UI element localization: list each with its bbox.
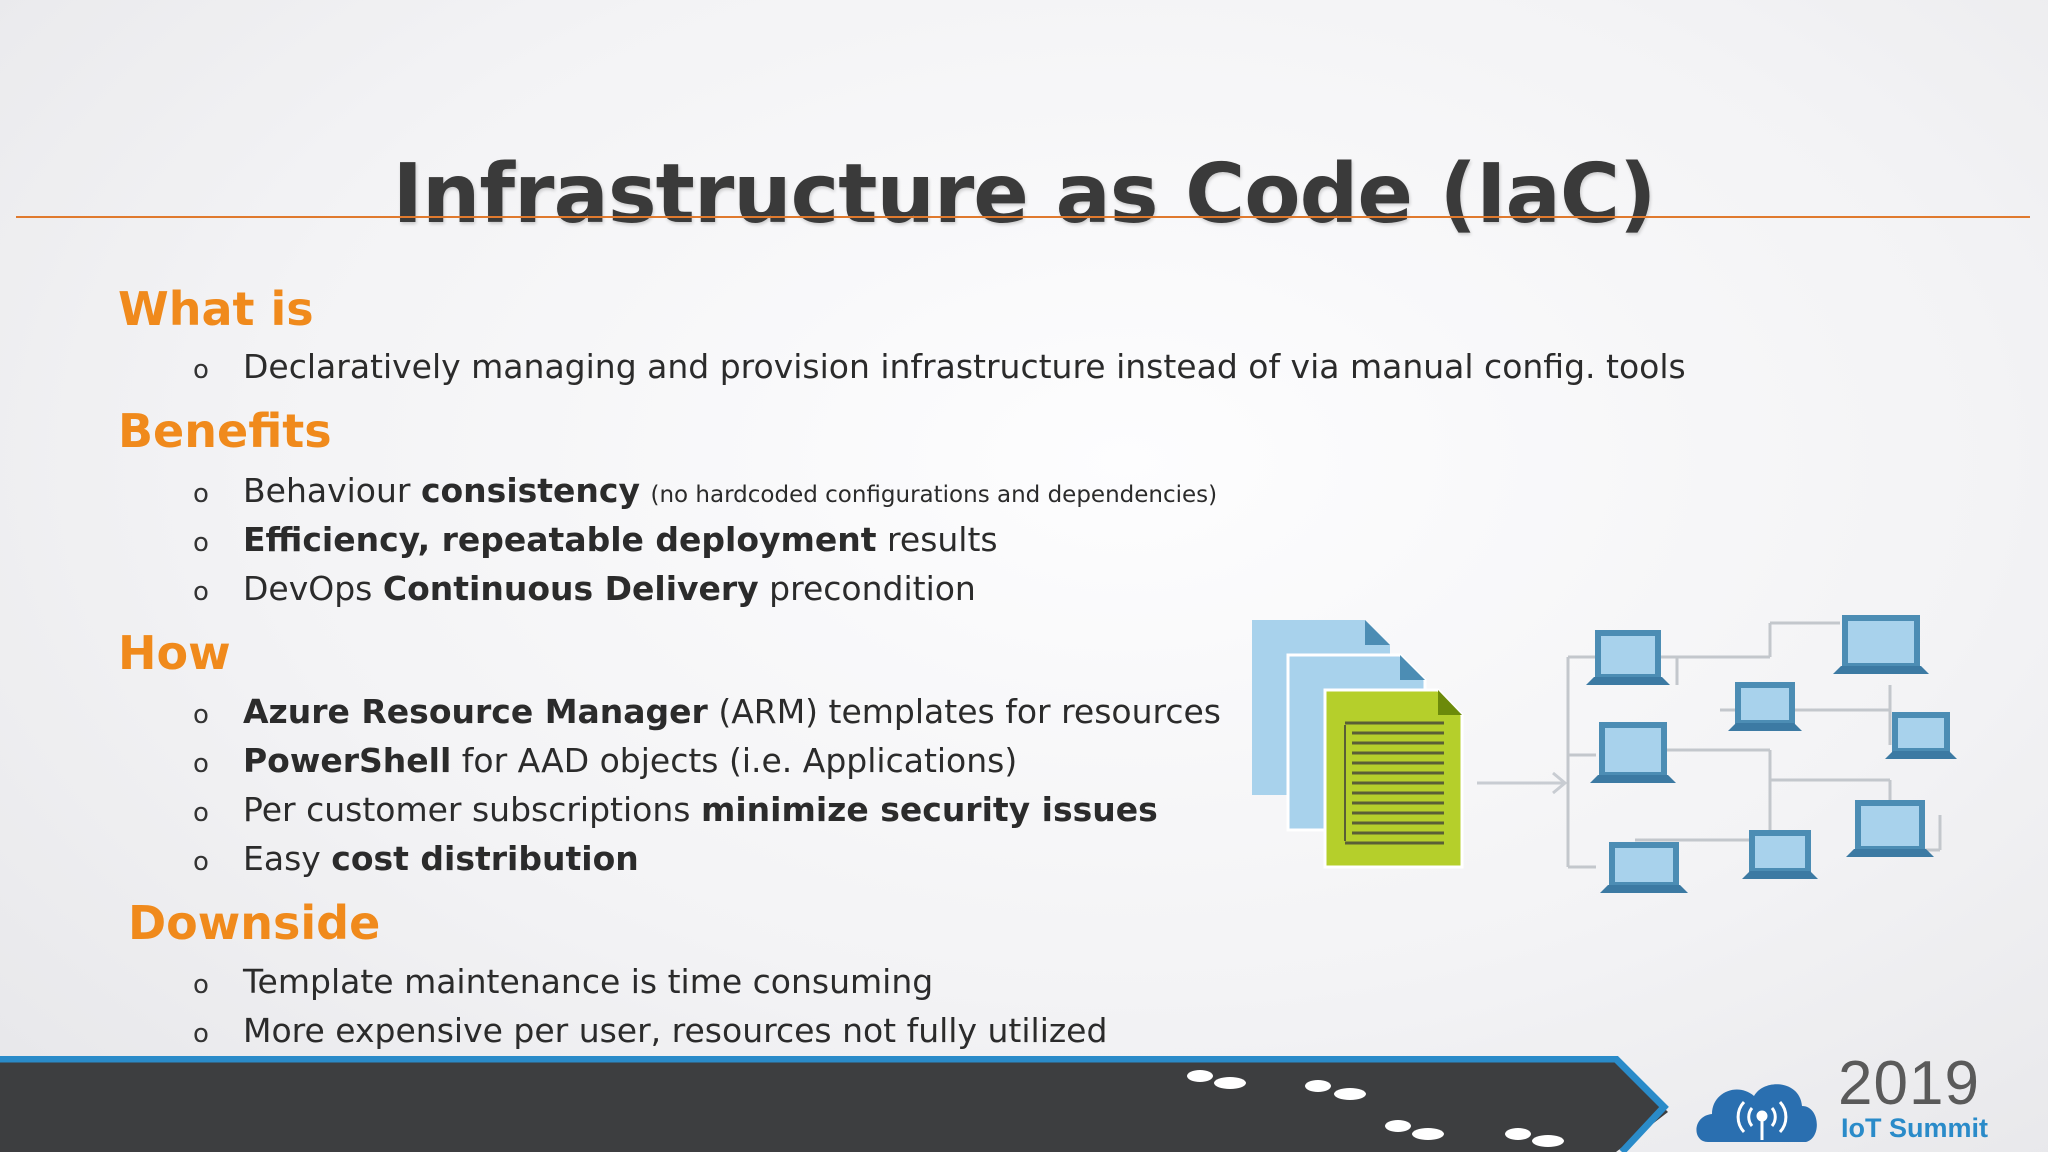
bullet-emphasis: PowerShell <box>243 741 452 780</box>
computer-icon <box>1590 722 1676 783</box>
bullet-marker: o <box>193 479 209 509</box>
bullet-marker: o <box>193 355 209 385</box>
bullet-run: DevOps <box>243 569 383 608</box>
computer-icon <box>1742 830 1818 879</box>
bullet-marker: o <box>193 798 209 828</box>
bullet-marker: o <box>193 1019 209 1049</box>
slide-title: Infrastructure as Code (IaC) <box>392 146 1657 242</box>
bullet-emphasis: consistency <box>420 471 640 510</box>
bullet-run: (no hardcoded configurations and depende… <box>650 482 1218 508</box>
bullet-text: Azure Resource Manager (ARM) templates f… <box>243 692 1221 731</box>
bullet-text: DevOps Continuous Delivery precondition <box>243 569 976 608</box>
bullet-text: Efficiency, repeatable deployment result… <box>243 520 998 559</box>
bullet-item: o Behaviour consistency (no hardcoded con… <box>193 474 1217 507</box>
bullet-run: Declaratively managing and provision inf… <box>243 347 1686 386</box>
bullet-item: o Easy cost distribution <box>193 842 639 875</box>
bullet-text: Per customer subscriptions minimize secu… <box>243 790 1158 829</box>
title-divider <box>16 216 2030 218</box>
bullet-item: o Azure Resource Manager (ARM) templates … <box>193 695 1221 728</box>
computer-icon <box>1833 615 1929 674</box>
computer-icon <box>1586 630 1670 685</box>
bullet-emphasis: minimize security issues <box>700 790 1158 829</box>
bullet-run: for AAD objects (i.e. Applications) <box>451 741 1018 780</box>
bullet-item: o Per customer subscriptions minimize sec… <box>193 793 1158 826</box>
bullet-run: (ARM) templates for resources <box>707 692 1221 731</box>
bullet-item: o Declaratively managing and provision in… <box>193 350 1686 383</box>
bullet-text: PowerShell for AAD objects (i.e. Applica… <box>243 741 1017 780</box>
bullet-marker: o <box>193 970 209 1000</box>
section-heading-what-is: What is <box>118 282 314 336</box>
computer-icon <box>1846 800 1934 857</box>
bullet-text: Behaviour consistency (no hardcoded conf… <box>243 471 1217 510</box>
bullet-run: Per customer subscriptions <box>243 790 701 829</box>
bullet-emphasis: Efficiency, repeatable deployment <box>243 520 877 559</box>
computer-icon <box>1885 712 1957 759</box>
logo-name: IoT Summit <box>1841 1113 1988 1143</box>
footer-bar <box>0 1056 1817 1152</box>
computer-icon <box>1600 842 1688 893</box>
bullet-emphasis: cost distribution <box>331 839 639 878</box>
bullet-emphasis: Continuous Delivery <box>382 569 759 608</box>
computer-icon <box>1728 682 1802 731</box>
bullet-item: o Efficiency, repeatable deployment resul… <box>193 523 998 556</box>
bullet-item: o More expensive per user, resources not … <box>193 1014 1107 1047</box>
cloud-logo-icon <box>1696 1084 1817 1142</box>
footprints-icon <box>1187 1070 1564 1147</box>
templates-to-network-icon <box>1252 615 1957 893</box>
bullet-run: Easy <box>243 839 332 878</box>
bullet-text: More expensive per user, resources not f… <box>243 1011 1107 1050</box>
bullet-run: More expensive per user, resources not f… <box>243 1011 1108 1050</box>
bullet-emphasis: Azure Resource Manager <box>243 692 708 731</box>
bullet-item: o Template maintenance is time consuming <box>193 965 933 998</box>
bullet-run: Behaviour <box>243 471 421 510</box>
bullet-run: Template maintenance is time consuming <box>243 962 934 1001</box>
bullet-item: o DevOps Continuous Delivery precondition <box>193 572 976 605</box>
bullet-marker: o <box>193 700 209 730</box>
document-stack-icon <box>1252 620 1464 869</box>
bullet-text: Easy cost distribution <box>243 839 639 878</box>
section-heading-benefits: Benefits <box>118 404 332 458</box>
bullet-item: o PowerShell for AAD objects (i.e. Applic… <box>193 744 1017 777</box>
bullet-run: precondition <box>758 569 976 608</box>
bullet-marker: o <box>193 847 209 877</box>
bullet-marker: o <box>193 528 209 558</box>
logo-year: 2019 <box>1838 1049 1980 1118</box>
section-heading-how: How <box>118 626 231 680</box>
bullet-text: Template maintenance is time consuming <box>243 962 933 1001</box>
arrow-icon <box>1477 771 1568 795</box>
section-heading-downside: Downside <box>128 896 381 950</box>
bullet-marker: o <box>193 577 209 607</box>
bullet-run: results <box>876 520 998 559</box>
bullet-text: Declaratively managing and provision inf… <box>243 347 1686 386</box>
bullet-marker: o <box>193 749 209 779</box>
bullet-run <box>640 471 651 510</box>
